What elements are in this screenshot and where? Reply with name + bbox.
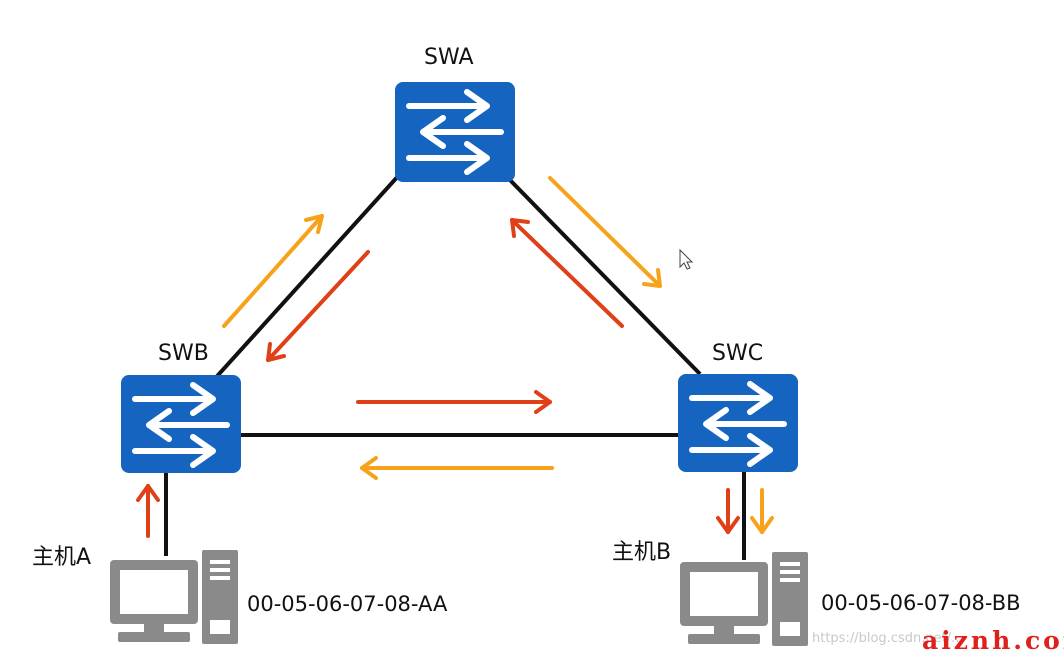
arrow-orange-swc-to-swb [360,456,554,480]
label-swb: SWB [158,341,209,366]
host-a-computer-icon [110,550,238,644]
arrow-red-swc-to-hostb [716,488,740,534]
mac-host-a: 00-05-06-07-08-AA [247,592,448,616]
label-swa: SWA [424,45,474,70]
mac-host-b: 00-05-06-07-08-BB [821,591,1021,615]
arrow-red-swc-to-swa [510,218,624,328]
switch-swb [121,375,241,473]
label-host-a: 主机A [32,545,92,570]
watermark-url: https://blog.csdn.net/... [812,631,964,646]
switch-swa [395,82,515,182]
link-swa-swc [504,174,702,376]
arrow-orange-swa-to-swc [548,176,662,288]
arrow-red-swb-to-swc [356,390,552,414]
watermark-brand: aiznh.com [922,626,1064,655]
label-host-b: 主机B [612,540,672,565]
label-swc: SWC [712,341,764,366]
mouse-cursor-icon [679,248,694,270]
switch-swc [678,374,798,472]
host-b-computer-icon [680,552,808,646]
link-swa-swb [208,172,402,386]
arrow-orange-swb-to-swa [222,214,324,328]
arrow-red-swa-to-swb [266,250,370,362]
arrow-red-hosta-to-swb [136,484,160,538]
arrow-orange-swc-to-hostb [750,488,774,534]
